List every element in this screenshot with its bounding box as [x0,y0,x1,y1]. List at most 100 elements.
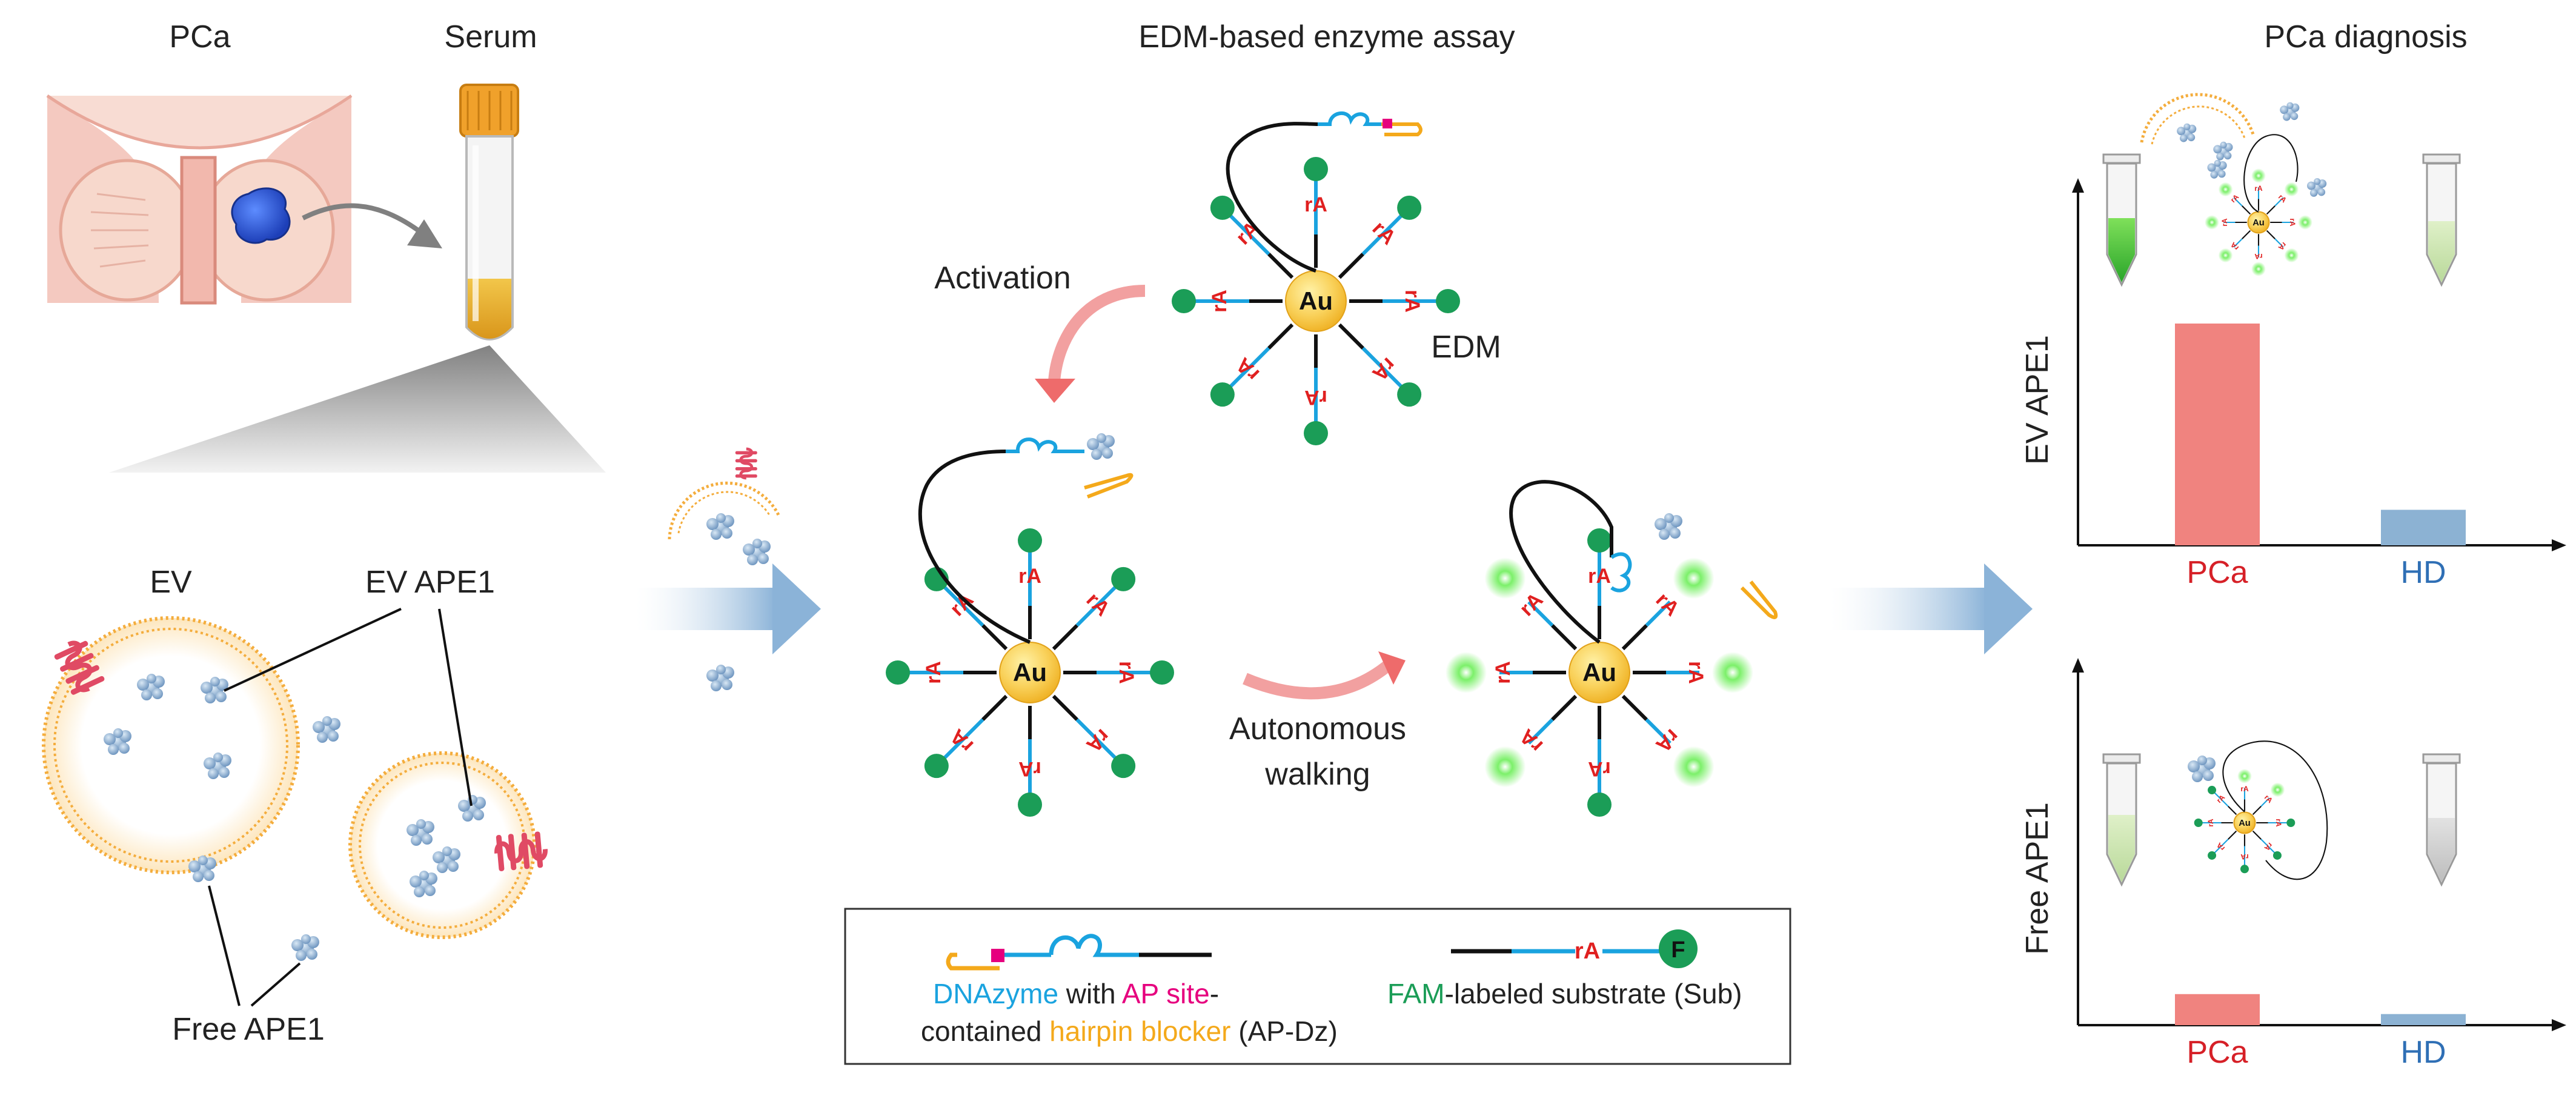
substrate-arm [1052,694,1078,721]
legend-apdz-word: (AP-Dz) [1230,1015,1337,1047]
substrate-arm [2266,205,2276,215]
substrate-arm [1621,694,1648,721]
substrate-arm [981,624,1008,651]
fam-glow [2251,168,2266,183]
x-tick-label: PCa [2186,555,2248,590]
ra-site-label: rA [2240,785,2249,793]
fam-fluorophore [1397,382,1422,407]
fam-fluorophore [1172,289,1196,313]
ap-site-marker [1383,119,1392,128]
fam-glow [2218,248,2233,263]
tube-hd-top [2422,153,2461,287]
substrate-arm-blue [1527,718,1554,745]
ra-site-label: rA [1588,565,1611,588]
fam-fluorophore [2286,819,2295,827]
substrate-arm [2228,806,2237,816]
ra-site-label: rA [2240,852,2249,861]
bar-pca [2175,324,2260,545]
substrate-arm [1267,323,1294,350]
substrate-arm-blue [2274,197,2284,207]
substrate-arm [981,694,1008,721]
legend-f-marker: F [1671,937,1685,963]
diagnosis-header: PCa diagnosis [2264,19,2467,55]
substrate-arm-blue [1361,214,1403,256]
flow-arrow-2 [1830,563,2033,654]
legend-box: DNAzyme with AP site- contained hairpin … [844,908,1791,1065]
fam-fluorophore [2240,865,2249,874]
fam-glow [1673,746,1715,788]
fam-glow [1484,557,1526,599]
fam-fluorophore [1397,195,1422,220]
substrate-arm [1551,624,1578,651]
substrate-arm [2228,830,2237,840]
substrate-arm-blue [1229,347,1270,388]
ra-site-label: rA [1588,757,1611,780]
ra-site-label: rA [2206,819,2215,827]
dnazyme-walker [2243,134,2299,213]
legend-dnazyme-text: DNAzyme with AP site- [933,978,1219,1009]
ra-site-label: rA [2274,819,2283,827]
substrate-arm [2252,806,2262,816]
serum-tube [459,84,519,341]
y-axis-label: EV APE1 [2020,335,2055,465]
fam-glow [1484,746,1526,788]
substrate-arm [1267,253,1294,279]
ra-site-label: rA [1304,386,1327,409]
fam-glow [2270,782,2285,797]
fam-fluorophore [1304,157,1328,181]
bar-hd [2381,510,2466,545]
bar-pca [2175,994,2260,1025]
y-axis-label: Free APE1 [2020,802,2055,954]
substrate-arm-blue [1075,585,1117,627]
pointer-lines [208,608,473,1007]
substrate-arm-blue [2274,238,2284,248]
fam-glow [1673,557,1715,599]
mini-ev-top [2140,93,2327,197]
edm-label: EDM [1431,330,1501,365]
fam-glow [2284,182,2299,197]
tube-pca-bottom [2102,753,2141,887]
substrate-arm [2242,230,2251,239]
au-label: Au [2252,218,2265,228]
x-axis-arrowhead [2552,1019,2566,1031]
substrate-arm [1551,694,1578,721]
ev-mini [668,449,780,691]
flow-arrow-1 [636,563,821,654]
substrate-arm-blue [1361,347,1403,388]
ra-site-label: rA [1018,757,1041,780]
sample-arrowhead [407,219,442,248]
fam-fluorophore [2194,819,2203,827]
walking-label: walking [1264,757,1370,792]
walking-arrow [1243,651,1406,700]
fam-fluorophore [1111,566,1136,591]
legend-fam-word: FAM [1387,978,1445,1009]
legend-contained-word: contained [921,1015,1049,1047]
legend-substrate-word: -labeled substrate (Sub) [1445,978,1742,1009]
prostate-illustration [46,94,353,305]
ra-site-label: rA [1684,661,1707,684]
x-tick-label: PCa [2186,1035,2248,1070]
au-label: Au [1013,658,1047,686]
fam-fluorophore [886,660,910,685]
substrate-arm-blue [1527,600,1554,627]
fam-fluorophore [2208,851,2217,860]
substrate-arm-blue [1645,718,1671,745]
zoom-cone [109,345,606,473]
substrate-arm-blue [2214,839,2229,854]
x-axis-arrowhead [2552,539,2566,551]
substrate-arm-blue [2260,839,2276,854]
dnazyme-walker [2222,740,2328,880]
activation-arrow [1035,285,1146,403]
ra-site-label: rA [2220,218,2229,227]
dnazyme-catalytic-loop [1318,111,1381,126]
substrate-arm-blue [1229,214,1270,256]
ra-site-label: rA [2254,184,2263,193]
fam-fluorophore [1018,528,1042,553]
ape1-protein [1087,433,1115,460]
legend-hairpin-text: contained hairpin blocker (AP-Dz) [921,1015,1338,1047]
